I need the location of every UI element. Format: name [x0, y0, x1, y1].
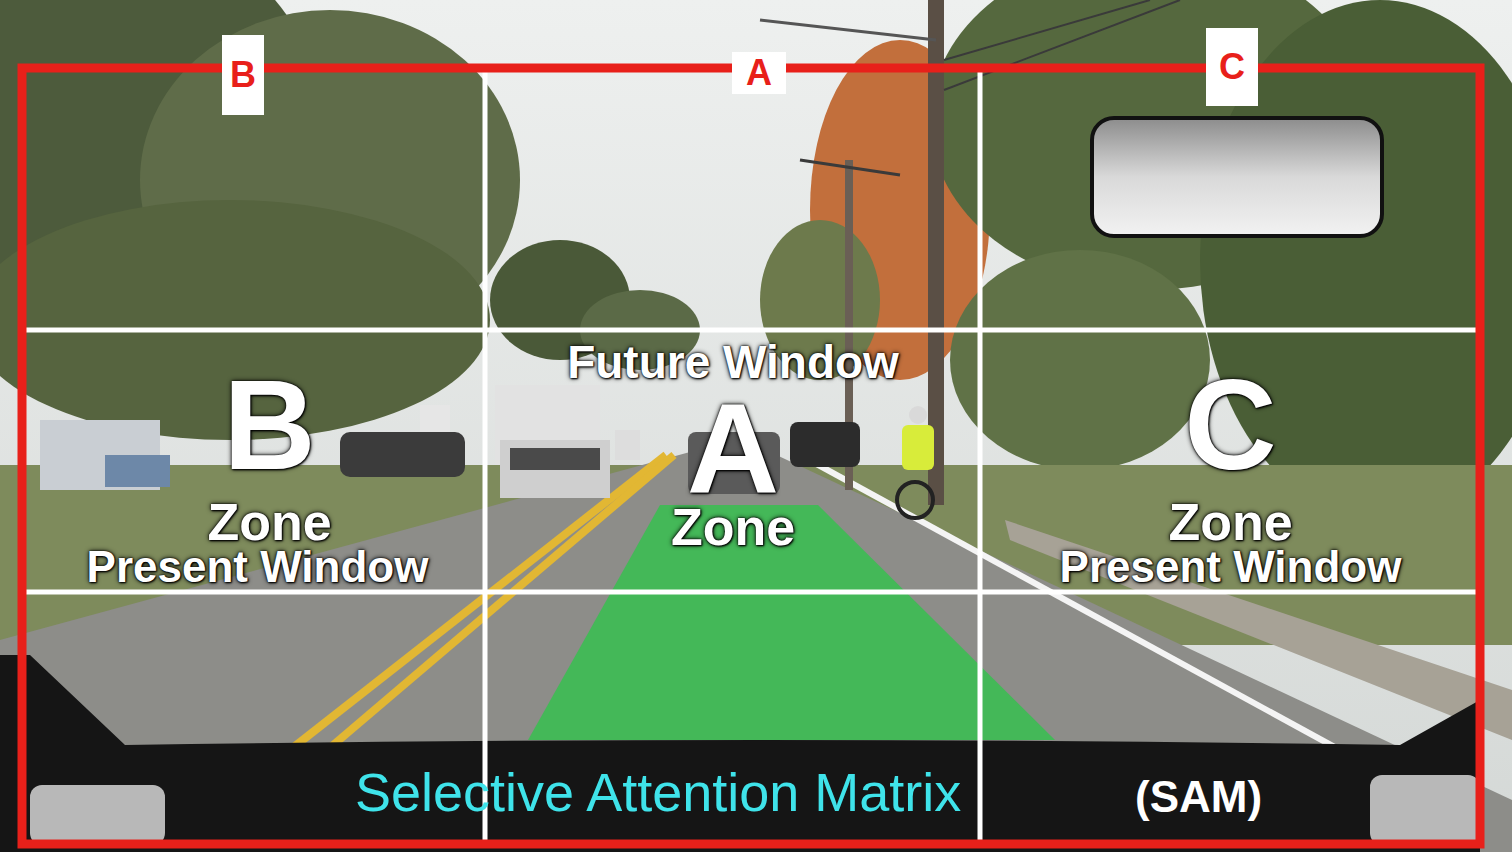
window-label: Present Window — [87, 545, 429, 589]
matrix-frame — [22, 68, 1480, 844]
bicycle — [897, 482, 933, 518]
truck-cab — [500, 440, 610, 498]
car — [615, 430, 640, 460]
cyclist — [902, 425, 934, 470]
rear-view-mirror — [1092, 118, 1382, 236]
tree — [950, 250, 1210, 470]
car — [340, 432, 465, 477]
grid-line — [978, 68, 983, 843]
zone-letter: C — [1184, 371, 1276, 480]
sign — [105, 455, 170, 487]
window-label: Future Window — [567, 339, 899, 385]
zone-word: Zone — [671, 501, 795, 553]
street-lamp — [760, 20, 936, 40]
tab-letter: C — [1219, 49, 1245, 85]
zone-word: Zone — [207, 496, 331, 548]
window-label: Present Window — [1060, 545, 1402, 589]
zone-tab: B — [222, 35, 264, 115]
grid-line — [22, 590, 1480, 595]
zone-letter: B — [223, 371, 315, 480]
zone-letter: A — [687, 395, 779, 504]
side-mirror — [1370, 775, 1480, 845]
road — [0, 452, 1512, 852]
wire — [800, 160, 900, 175]
zone-cell: B ZonePresent Window — [30, 333, 485, 590]
zone-cell: Future WindowAZone — [488, 333, 978, 590]
dashboard — [0, 655, 1480, 852]
matrix-abbreviation: (SAM) — [1135, 775, 1262, 819]
grid-line — [483, 68, 488, 843]
zone-tab: A — [732, 52, 786, 94]
zone-tab: C — [1206, 28, 1258, 106]
grid-line — [22, 328, 1480, 333]
tab-letter: A — [746, 55, 772, 91]
zone-word: Zone — [1168, 496, 1292, 548]
cyclist-helmet — [909, 406, 927, 424]
side-mirror — [30, 785, 165, 845]
car — [790, 422, 860, 467]
truck-window — [510, 448, 600, 470]
tab-letter: B — [230, 57, 256, 93]
matrix-caption: Selective Attention Matrix — [355, 765, 961, 819]
zone-cell: C ZonePresent Window — [983, 333, 1478, 590]
